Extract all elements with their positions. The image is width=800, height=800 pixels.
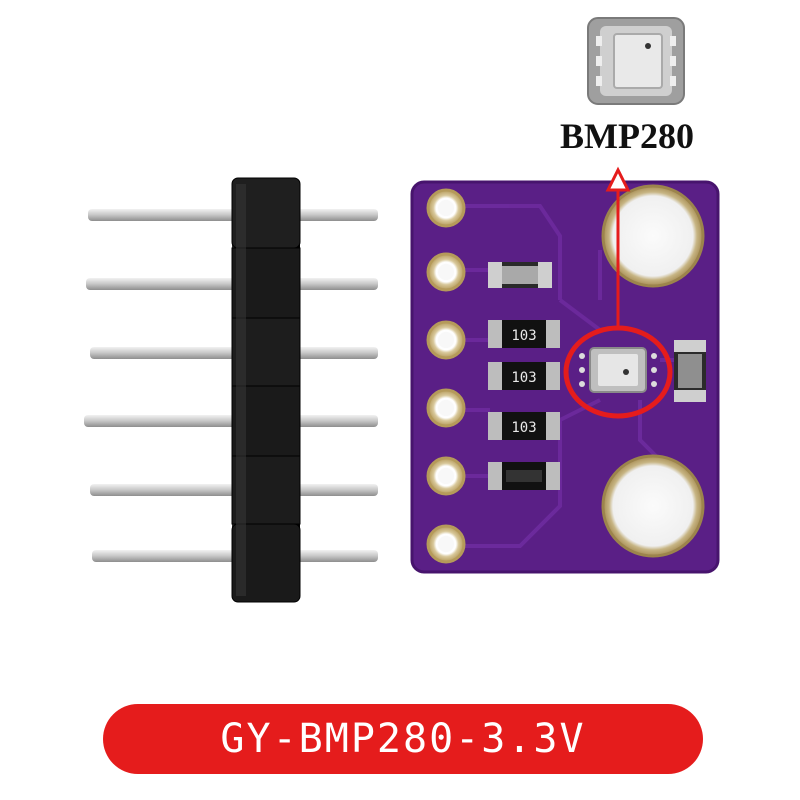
callout-arrow-icon bbox=[605, 166, 631, 192]
smd-resistor: 103 bbox=[488, 320, 560, 348]
mounting-hole bbox=[601, 184, 705, 288]
pin-header bbox=[84, 177, 378, 603]
smd-resistor bbox=[488, 462, 560, 490]
chip-callout bbox=[605, 166, 631, 328]
resistor-marking: 103 bbox=[511, 328, 536, 344]
smd-resistor: 103 bbox=[488, 362, 560, 390]
resistor-marking: 103 bbox=[511, 370, 536, 386]
smd-capacitor bbox=[674, 340, 706, 402]
header-pads bbox=[426, 188, 466, 564]
resistor-marking: 103 bbox=[511, 420, 536, 436]
mounting-hole bbox=[601, 454, 705, 558]
chip-label: BMP280 bbox=[560, 116, 694, 156]
mounting-holes bbox=[601, 184, 705, 558]
bmp280-chip bbox=[579, 347, 657, 393]
caption-text: GY-BMP280-3.3V bbox=[220, 716, 586, 762]
pcb-board: 103 103 103 bbox=[410, 180, 720, 574]
chip-inset-photo bbox=[587, 17, 685, 105]
smd-capacitor bbox=[488, 262, 552, 288]
smd-resistor: 103 bbox=[488, 412, 560, 440]
header-pin bbox=[84, 415, 378, 427]
header-pins bbox=[84, 209, 378, 562]
header-plastic bbox=[231, 177, 301, 603]
caption-banner: GY-BMP280-3.3V bbox=[103, 704, 703, 774]
